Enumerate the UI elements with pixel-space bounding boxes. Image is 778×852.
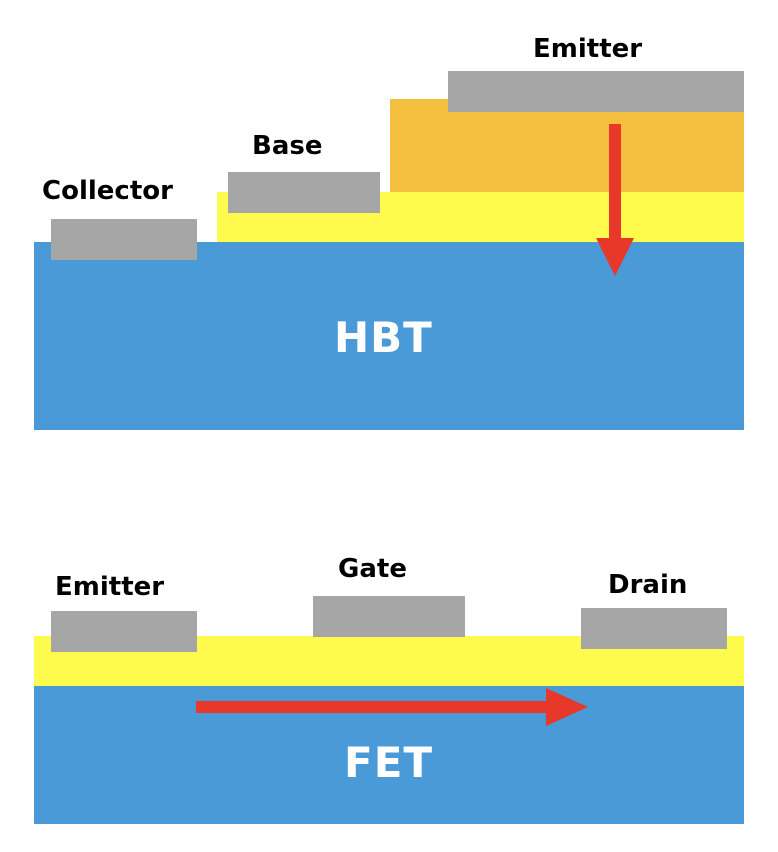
fet-device-label: FET bbox=[344, 738, 434, 787]
hbt-current-arrow bbox=[596, 124, 634, 276]
fet-current-arrow bbox=[196, 688, 588, 726]
hbt-current-arrow-head bbox=[596, 238, 634, 276]
fet-source-label: Emitter bbox=[55, 572, 165, 602]
hbt-emitter-label: Emitter bbox=[533, 34, 643, 64]
hbt-collector-label: Collector bbox=[42, 176, 173, 206]
hbt-emitter-layer bbox=[390, 99, 744, 192]
fet-source-contact bbox=[51, 611, 197, 652]
fet-gate-contact bbox=[313, 596, 465, 637]
hbt-current-arrow-shaft bbox=[609, 124, 621, 240]
fet-gate-label: Gate bbox=[338, 554, 407, 584]
fet-drain-label: Drain bbox=[608, 570, 688, 600]
hbt-emitter-contact bbox=[448, 71, 744, 112]
fet-current-arrow-head bbox=[546, 688, 588, 726]
hbt-substrate bbox=[34, 242, 744, 430]
fet-drain-contact bbox=[581, 608, 727, 649]
hbt-base-contact bbox=[228, 172, 380, 213]
hbt-collector-contact bbox=[51, 219, 197, 260]
hbt-base-label: Base bbox=[252, 131, 323, 161]
hbt-device-label: HBT bbox=[334, 313, 433, 362]
fet-current-arrow-shaft bbox=[196, 701, 548, 713]
